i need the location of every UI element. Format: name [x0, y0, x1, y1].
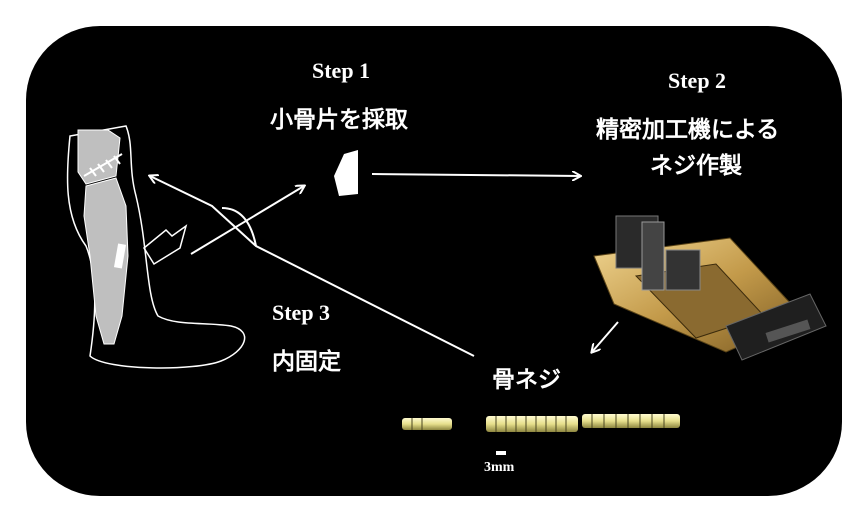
scale-bar: [496, 451, 506, 455]
step1-caption: 小骨片を採取: [270, 107, 408, 133]
arrow-to-screws: [592, 321, 619, 352]
bone-fragment: [334, 150, 358, 196]
arrow-fixation-branch: [221, 207, 257, 247]
step2-title: Step 2: [668, 68, 727, 93]
arrow-fixation: [150, 176, 475, 357]
machine-rail: [725, 293, 827, 361]
bone-screw-label: 骨ネジ: [492, 367, 561, 393]
suture-marks: [83, 153, 123, 177]
diagram-graphics: [66, 125, 827, 455]
arrow-harvest: [190, 186, 304, 255]
tibia-bone: [83, 177, 129, 345]
step3-caption: 内固定: [272, 349, 341, 375]
harvest-site: [113, 243, 127, 269]
precision-machine: [593, 215, 827, 361]
chisel-tool: [143, 224, 188, 266]
diagram-panel: Step 1 小骨片を採取 Step 2 精密加工機による ネジ作製 Step …: [26, 26, 842, 496]
step2-caption-line2: ネジ作製: [650, 153, 742, 179]
scale-bar-label: 3mm: [484, 460, 515, 475]
bone-screw-1: [402, 418, 452, 430]
step1-title: Step 1: [312, 58, 371, 83]
machine-connector: [765, 319, 811, 343]
leg-illustration: [66, 125, 246, 369]
bone-screw-3: [582, 414, 680, 428]
step2-caption-line1: 精密加工機による: [596, 117, 780, 143]
machine-tower: [641, 221, 665, 291]
bone-screws: [402, 414, 680, 432]
leg-outline: [66, 125, 246, 369]
arrow-to-machine: [371, 174, 580, 176]
femur-bone: [77, 129, 121, 185]
machine-block: [665, 249, 701, 291]
step3-title: Step 3: [272, 300, 331, 325]
bone-screw-2: [486, 416, 578, 432]
